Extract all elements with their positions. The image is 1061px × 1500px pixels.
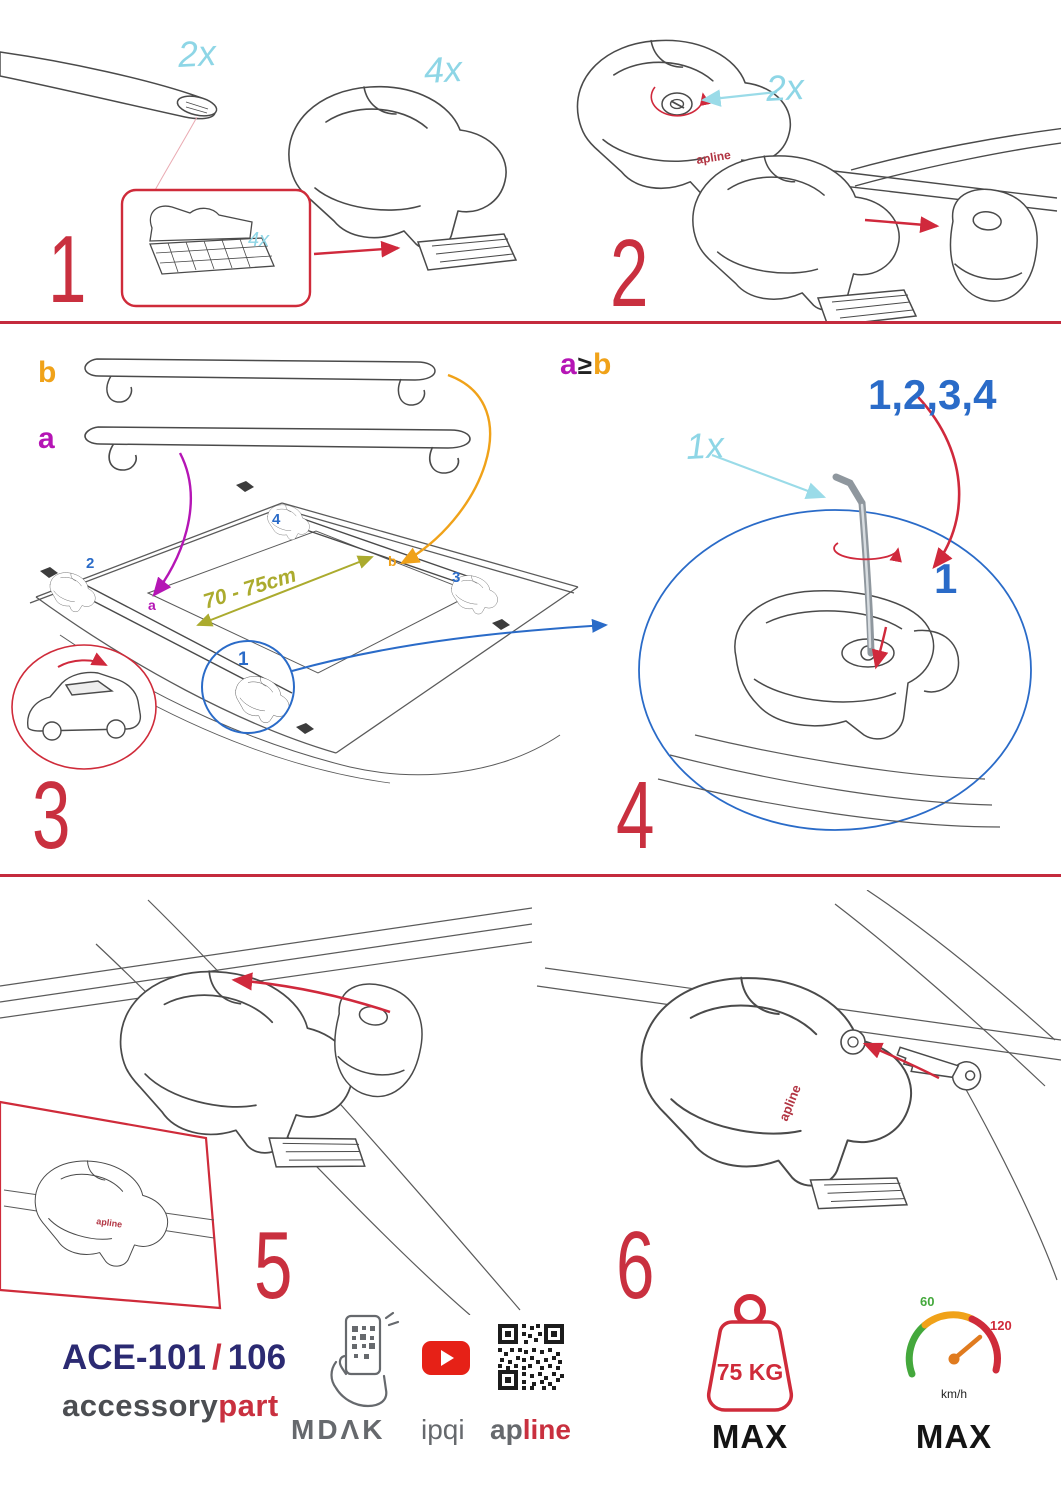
apline-logo: apline: [490, 1416, 571, 1444]
apline-line: line: [522, 1414, 571, 1445]
speedometer-icon: 60 120 km/h: [905, 1294, 1012, 1401]
ipqi-logo: ipqi: [421, 1414, 465, 1445]
weight-limit-icon: 75 KG: [706, 1294, 794, 1412]
step6-number: 6: [616, 1212, 655, 1319]
foot-on-bar-illustration: [692, 127, 1061, 324]
bar-a-label: a: [38, 422, 55, 455]
position-2: 2: [86, 555, 95, 572]
brand-part: part: [218, 1388, 279, 1423]
speed-120-label: 120: [990, 1318, 1012, 1333]
rotation-arrow: [833, 542, 902, 563]
red-arrow: [313, 240, 401, 258]
bar-b-label: b: [38, 356, 57, 389]
speed-max-label: MAX: [915, 1418, 993, 1455]
allen-key-illustration: [832, 473, 875, 657]
position-1: 1: [238, 649, 249, 670]
highlight-circle: [201, 640, 295, 734]
weight-max-label: MAX: [711, 1418, 789, 1455]
condition-b: b: [592, 348, 612, 381]
roof-rail-lines: [0, 899, 532, 1315]
apline-mark-step2: apline: [695, 148, 732, 167]
lock-keyhole: [847, 1036, 859, 1048]
phone-qr-scan-icon: [330, 1311, 400, 1408]
brand-accessory: accessory: [62, 1388, 219, 1423]
step5-cover-attachment-illustration: apline: [0, 899, 532, 1315]
section-divider: [0, 874, 1061, 877]
qr-code-icon: [496, 1322, 566, 1392]
model-prefix: ACE-101: [62, 1338, 206, 1377]
speed-unit-label: km/h: [941, 1387, 967, 1401]
bar-b-illustration: [84, 358, 436, 406]
blue-arrow: [291, 618, 608, 672]
rear-crossbar: [285, 514, 471, 586]
key-illustration: [896, 1046, 982, 1091]
red-arrow: [871, 626, 889, 670]
step6-key-lock-illustration: apline: [536, 890, 1061, 1281]
mdak-logo: MDΛK: [291, 1414, 386, 1445]
step3-roof-placement-illustration: [11, 358, 608, 784]
cyan-arrow: [711, 453, 827, 500]
rubber-pad-illustration: [149, 205, 275, 275]
car-inset: [11, 644, 157, 770]
step4-number: 4: [616, 762, 655, 869]
apline-mark-step5: apline: [96, 1216, 123, 1230]
step1-bar-quantity: 2x: [176, 32, 218, 75]
start-position-label: 1: [934, 555, 958, 602]
condition-operator: ≥: [577, 350, 592, 380]
step4-tool-quantity: 1x: [684, 424, 726, 467]
speed-60-label: 60: [920, 1294, 934, 1309]
section-divider: [0, 321, 1061, 324]
tightening-order-label: 1,2,3,4: [868, 371, 997, 418]
step1-foot-quantity: 4x: [422, 48, 464, 91]
weight-limit-value: 75 KG: [717, 1359, 783, 1385]
step1-crossbar-and-foot-illustration: [0, 51, 517, 308]
cover-cap-illustration: [943, 185, 1044, 306]
model-number: ACE-101/106: [62, 1340, 286, 1375]
apline-ap: ap: [490, 1414, 523, 1445]
red-arrow: [862, 1042, 940, 1080]
orange-arrow: [399, 373, 492, 565]
foot-illustration: [632, 969, 920, 1194]
step2-number: 2: [610, 220, 649, 327]
step4-tightening-illustration: [638, 396, 1032, 831]
position-4: 4: [272, 511, 281, 528]
step1-number: 1: [48, 216, 87, 323]
foot-top-view: [734, 590, 960, 740]
purple-arrow: [152, 452, 192, 597]
zoom-ellipse: [638, 509, 1032, 831]
red-arrow: [864, 216, 940, 233]
order-arrow: [917, 396, 961, 570]
model-separator: /: [211, 1338, 222, 1377]
step2-lock-quantity: 2x: [764, 66, 806, 109]
condition-label: a≥b: [560, 350, 611, 380]
crossbar-illustration: [0, 51, 218, 120]
foot-illustration: [288, 85, 507, 250]
red-arrow: [231, 972, 391, 1014]
cyan-arrow: [700, 89, 778, 107]
accessorypart-logo: accessorypart: [62, 1390, 279, 1421]
span-arrow: [196, 555, 374, 627]
roof-rail-lines: [657, 734, 1001, 828]
roof-a-label: a: [148, 597, 156, 613]
foot-pos1: [228, 670, 296, 729]
condition-a: a: [560, 348, 577, 381]
youtube-icon: [422, 1341, 470, 1375]
step5-number: 5: [254, 1212, 293, 1319]
step3-number: 3: [32, 762, 71, 869]
model-suffix: 106: [227, 1338, 287, 1377]
step2-lock-and-cover-illustration: apline: [576, 39, 1061, 324]
step1-pad-quantity: 4x: [248, 229, 270, 251]
roof-b-label: b: [388, 553, 397, 569]
bar-a-illustration: [84, 426, 471, 474]
position-3: 3: [452, 569, 461, 586]
rail-clips: [40, 481, 510, 734]
leader-line: [153, 116, 198, 193]
